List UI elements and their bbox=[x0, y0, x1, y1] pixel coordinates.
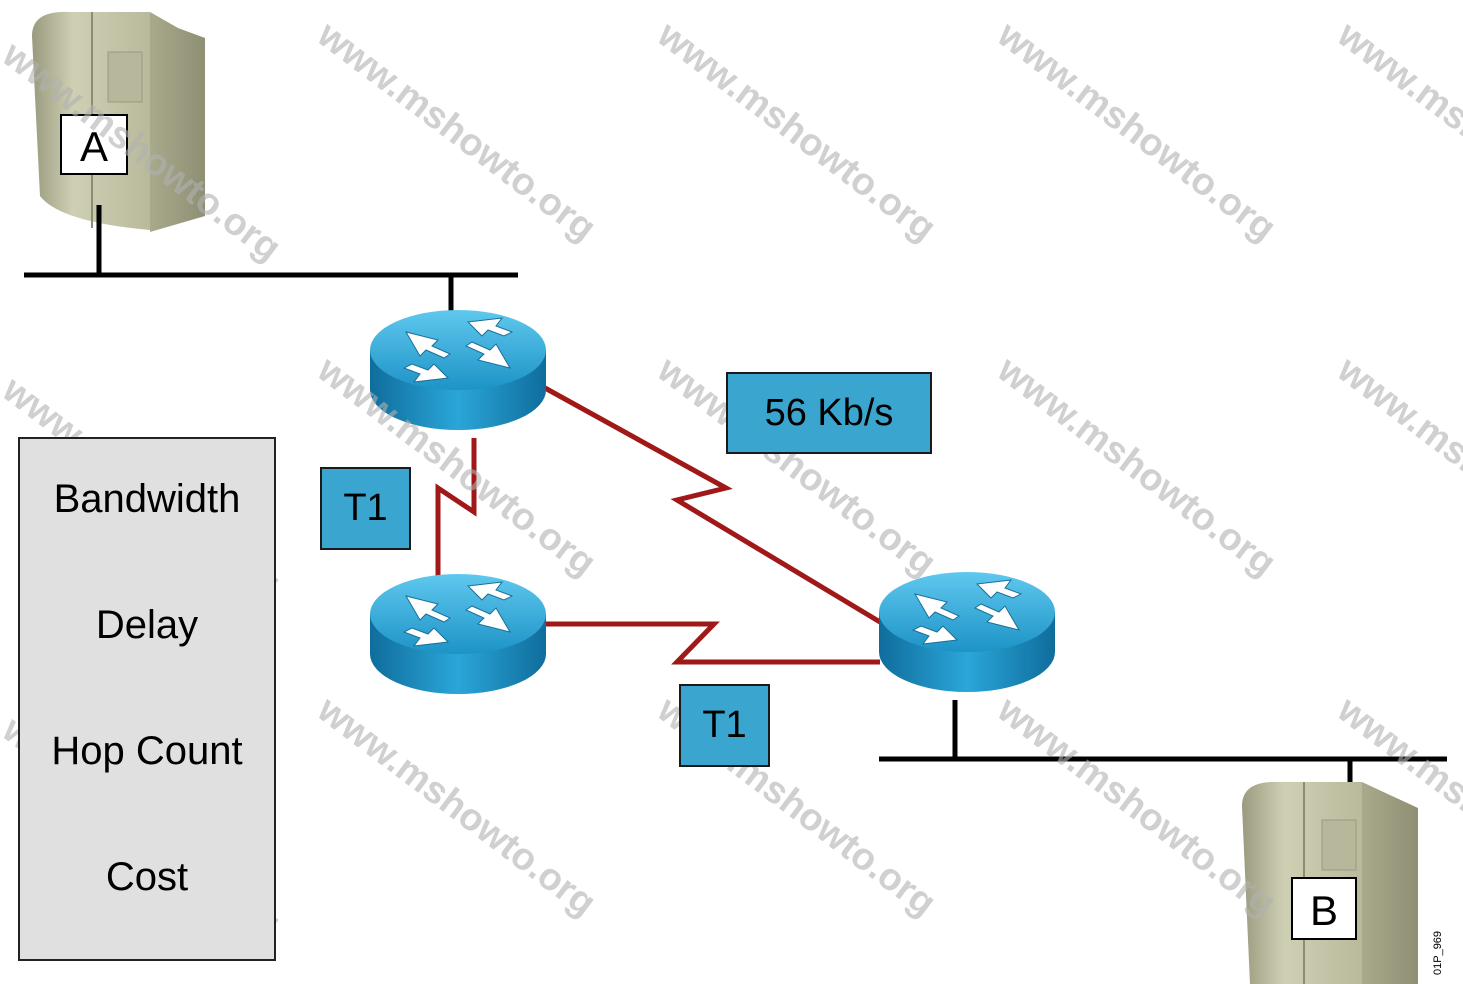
server-a-label: A bbox=[80, 123, 108, 170]
metric-item-delay: Delay bbox=[95, 603, 199, 647]
link-label-56k-text: 56 Kb/s bbox=[764, 391, 894, 434]
router-bottom bbox=[369, 573, 547, 695]
router-right bbox=[878, 571, 1056, 693]
metric-item-hop-count: Hop Count bbox=[51, 729, 243, 773]
server-a-label-box: A bbox=[60, 114, 128, 175]
watermark-text: www.mshowto.org bbox=[649, 13, 944, 250]
server-b-label: B bbox=[1310, 887, 1338, 934]
link-label-t1-left-text: T1 bbox=[343, 487, 388, 529]
watermark-text: www.mshowto.org bbox=[989, 348, 1284, 585]
watermark-text: www.mshowto.org bbox=[1329, 13, 1463, 250]
link-top-bottom bbox=[435, 438, 477, 582]
link-label-t1-bottom: T1 bbox=[679, 684, 770, 767]
watermark-text: www.mshowto.org bbox=[309, 13, 604, 250]
link-top-right bbox=[543, 385, 882, 625]
metric-item-cost: Cost bbox=[105, 855, 189, 899]
server-b-label-box: B bbox=[1291, 877, 1357, 940]
wan-links bbox=[435, 385, 882, 665]
link-label-t1-bottom-text: T1 bbox=[702, 704, 747, 746]
figure-code: 01P_969 bbox=[1432, 930, 1444, 975]
metric-item-bandwidth: Bandwidth bbox=[53, 477, 241, 521]
link-label-t1-left: T1 bbox=[320, 467, 411, 550]
watermark-text: www.mshowto.org bbox=[989, 13, 1284, 250]
watermark-text: www.mshowto.org bbox=[989, 688, 1284, 925]
link-bottom-right bbox=[545, 621, 880, 665]
watermark-text: www.mshowto.org bbox=[1329, 348, 1463, 585]
link-label-56k: 56 Kb/s bbox=[726, 372, 932, 454]
watermark-text: www.mshowto.org bbox=[309, 688, 604, 925]
metric-panel: Bandwidth Delay Hop Count Cost bbox=[18, 437, 276, 961]
